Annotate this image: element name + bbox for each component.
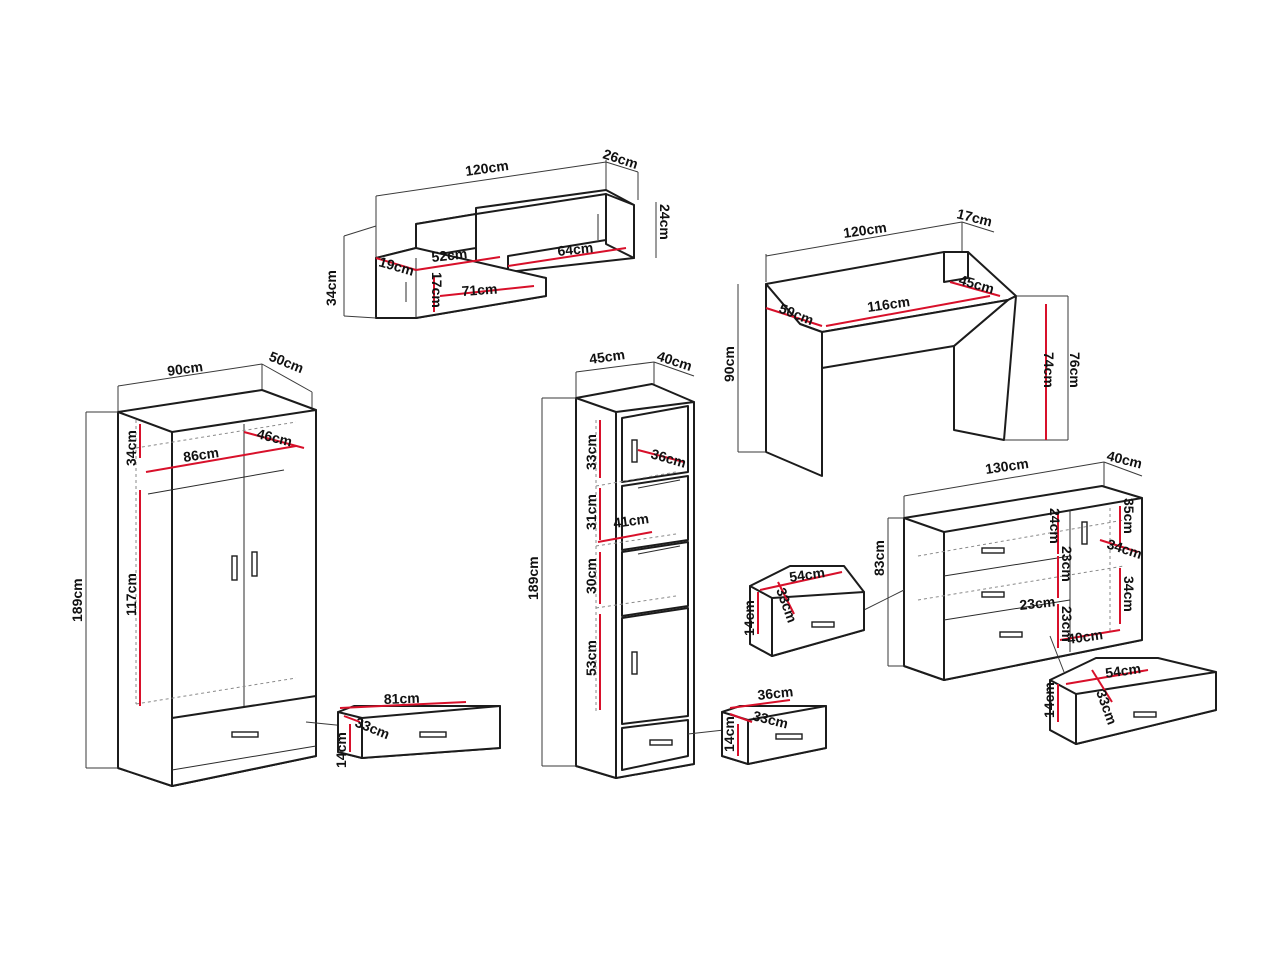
desk-back-height-label: 90cm [721, 346, 737, 382]
dresser-height-label: 83cm [871, 540, 887, 576]
dresser-d3-label: 23cm [1019, 593, 1056, 613]
wardrobe-top-label: 34cm [123, 430, 139, 466]
shelf-right-height-label: 24cm [657, 204, 673, 240]
dresser-depth-label: 40cm [1105, 447, 1144, 471]
tall-cabinet-s2-label: 31cm [583, 494, 599, 530]
shelf-c3-label: 64cm [557, 239, 594, 259]
wardrobe-width-label: 90cm [166, 358, 204, 379]
dresser-left-drawer-height-label: 14cm [741, 600, 757, 636]
dresser: 130cm 40cm 83cm 24cm 23cm 23cm 23cm 35cm… [871, 447, 1144, 681]
dresser-r4-label: 40cm [1066, 626, 1104, 647]
wardrobe-inner-width-label: 86cm [182, 444, 220, 465]
desk-width-label: 120cm [842, 219, 887, 241]
wardrobe-drawer-width-label: 81cm [384, 690, 420, 707]
tall-cabinet-drawer-depth1-label: 36cm [757, 683, 794, 703]
wall-shelf: 120cm 26cm 24cm 34cm 19cm 52cm 64cm 17cm… [323, 146, 673, 319]
dresser-width-label: 130cm [984, 455, 1029, 477]
tall-cabinet-height-label: 189cm [525, 556, 541, 600]
wardrobe-hang-label: 117cm [123, 573, 139, 616]
tall-cabinet: 45cm 40cm 189cm 33cm 36cm 31cm 41cm 30cm… [525, 346, 695, 779]
dresser-r1-label: 35cm [1121, 498, 1137, 534]
tall-cabinet-drawer: 36cm 33cm 14cm [687, 683, 827, 765]
tall-cabinet-depth-label: 40cm [655, 348, 694, 374]
dresser-left-drawer-width-label: 54cm [788, 564, 826, 585]
desk-height2-label: 76cm [1067, 352, 1083, 388]
tall-cabinet-drawer-height-label: 14cm [721, 716, 737, 752]
dresser-right-drawer-width-label: 54cm [1104, 660, 1142, 681]
wardrobe-drawer-height-label: 14cm [333, 732, 349, 768]
shelf-c4-label: 17cm [429, 272, 445, 308]
tall-cabinet-s4-label: 53cm [583, 640, 599, 676]
desk-inner-width-label: 116cm [866, 293, 911, 315]
wardrobe-depth-label: 50cm [267, 348, 306, 376]
wardrobe-height-label: 189cm [69, 578, 85, 622]
dresser-r3-label: 34cm [1121, 576, 1137, 612]
shelf-c5-label: 71cm [461, 281, 498, 299]
dresser-d2-label: 23cm [1059, 546, 1075, 582]
shelf-width-label: 120cm [464, 157, 509, 179]
tall-cabinet-s1-label: 33cm [583, 434, 599, 470]
dresser-d4-label: 23cm [1059, 606, 1075, 642]
dresser-left-drawer: 54cm 33cm 14cm [741, 564, 905, 657]
shelf-depth-label: 26cm [601, 146, 640, 172]
dresser-right-drawer: 54cm 33cm 14cm [1041, 635, 1217, 745]
desk: 120cm 17cm 116cm 50cm 45cm 90cm 74cm 76c… [721, 205, 1083, 477]
wardrobe-drawer: 81cm 33cm 14cm [305, 690, 501, 768]
tall-cabinet-s3-label: 30cm [583, 558, 599, 594]
dresser-right-drawer-height-label: 14cm [1041, 682, 1057, 718]
desk-height1-label: 74cm [1041, 352, 1057, 388]
tall-cabinet-inner-width-label: 41cm [612, 510, 650, 531]
dresser-d1-label: 24cm [1047, 508, 1063, 544]
shelf-left-height-label: 34cm [323, 270, 339, 306]
tall-cabinet-width-label: 45cm [588, 346, 626, 367]
wardrobe: 90cm 50cm 189cm 34cm 46cm 86cm 117cm [69, 348, 317, 787]
shelf-c2-label: 52cm [431, 245, 468, 265]
